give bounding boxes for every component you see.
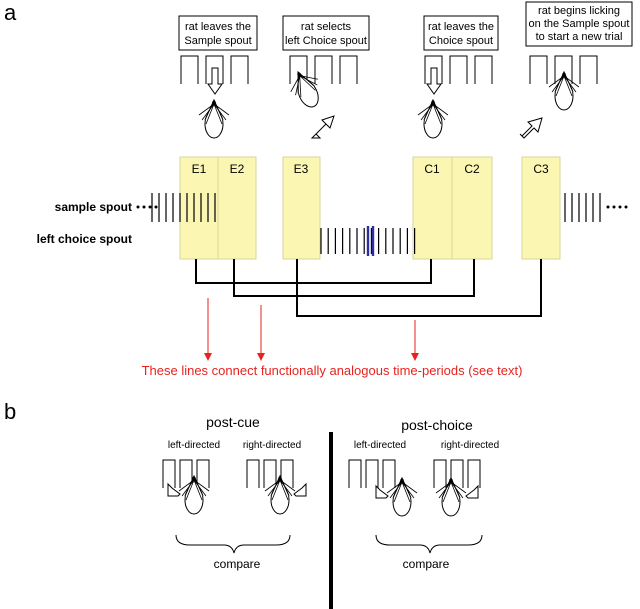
brace-icon bbox=[375, 534, 483, 554]
panel-a-letter: a bbox=[4, 0, 17, 25]
note-arrows bbox=[204, 298, 419, 361]
analogous-note: These lines connect functionally analogo… bbox=[142, 363, 523, 378]
callout-begins-licking: rat begins licking on the Sample spout t… bbox=[525, 1, 633, 47]
epoch-label: E3 bbox=[294, 162, 309, 176]
panel-b-letter: b bbox=[4, 399, 16, 424]
arrow-icon bbox=[375, 484, 389, 499]
choice-spout-label: left choice spout bbox=[37, 232, 132, 246]
brace-icon bbox=[175, 534, 291, 554]
group-title: post-choice bbox=[401, 417, 473, 433]
rat-icon bbox=[386, 477, 418, 517]
group-title: post-cue bbox=[206, 414, 260, 430]
ellipsis-right bbox=[606, 205, 628, 209]
sample-lick-ticks bbox=[564, 193, 601, 222]
callout-1-line2: Sample spout bbox=[184, 35, 251, 47]
epoch-label: C2 bbox=[464, 162, 480, 176]
epoch-label: E2 bbox=[230, 162, 245, 176]
spout-icon bbox=[348, 459, 396, 488]
epoch-E1: E1 bbox=[179, 156, 219, 260]
epoch-label: C3 bbox=[533, 162, 549, 176]
arrow-icon bbox=[293, 482, 307, 497]
callout-leaves-sample: rat leaves the Sample spout bbox=[178, 15, 258, 51]
ellipsis-left bbox=[136, 205, 158, 209]
choice-lick-ticks bbox=[320, 228, 416, 254]
epoch-label: C1 bbox=[424, 162, 440, 176]
spout-icon bbox=[246, 459, 294, 488]
spout-set-2 bbox=[289, 55, 358, 84]
arrow-icon bbox=[310, 115, 335, 139]
spout-set-1 bbox=[180, 55, 249, 84]
reward-ticks bbox=[366, 226, 375, 256]
left-directed-label: left-directed bbox=[168, 440, 220, 451]
arrow-icon bbox=[465, 484, 479, 499]
spout-icon bbox=[162, 459, 210, 488]
callout-4-line1: rat begins licking bbox=[538, 5, 620, 17]
rat-icon bbox=[548, 71, 580, 111]
epoch-C3: C3 bbox=[521, 156, 561, 260]
spout-set-3 bbox=[424, 55, 493, 84]
rat-icon bbox=[417, 99, 449, 139]
spout-icon bbox=[433, 459, 481, 488]
epoch-C2: C2 bbox=[451, 156, 493, 260]
epoch-E2: E2 bbox=[217, 156, 257, 260]
analogous-connectors bbox=[195, 259, 542, 317]
arrow-icon bbox=[426, 67, 442, 95]
epoch-C1: C1 bbox=[412, 156, 453, 260]
sample-spout-label: sample spout bbox=[55, 200, 132, 214]
rat-icon bbox=[178, 475, 210, 515]
epoch-E3: E3 bbox=[282, 156, 321, 260]
arrow-icon bbox=[519, 117, 543, 139]
callout-3-line2: Choice spout bbox=[429, 35, 493, 47]
epoch-label: E1 bbox=[192, 162, 207, 176]
callout-2-line1: rat selects bbox=[301, 21, 352, 33]
rat-icon bbox=[264, 475, 296, 515]
compare-label: compare bbox=[214, 557, 261, 571]
right-directed-label: right-directed bbox=[441, 440, 499, 451]
callout-3-line1: rat leaves the bbox=[428, 21, 494, 33]
arrow-icon bbox=[207, 67, 223, 95]
compare-label: compare bbox=[403, 557, 450, 571]
arrow-icon bbox=[167, 482, 181, 497]
rat-icon bbox=[283, 65, 329, 114]
callout-2-line2: left Choice spout bbox=[285, 35, 367, 47]
left-directed-label: left-directed bbox=[354, 440, 406, 451]
right-directed-label: right-directed bbox=[243, 440, 301, 451]
rat-icon bbox=[435, 477, 467, 517]
callout-4-line3: to start a new trial bbox=[536, 31, 623, 43]
callout-1-line1: rat leaves the bbox=[185, 21, 251, 33]
group-post-choice: post-choice left-directed right-directed… bbox=[348, 417, 499, 571]
rat-icon bbox=[198, 99, 230, 139]
callout-selects-choice: rat selects left Choice spout bbox=[282, 15, 370, 51]
spout-set-4 bbox=[529, 55, 598, 84]
sample-lick-ticks bbox=[151, 193, 216, 222]
callout-4-line2: on the Sample spout bbox=[529, 18, 630, 30]
group-post-cue: post-cue left-directed right-directed co… bbox=[162, 414, 307, 571]
callout-leaves-choice: rat leaves the Choice spout bbox=[423, 15, 499, 51]
